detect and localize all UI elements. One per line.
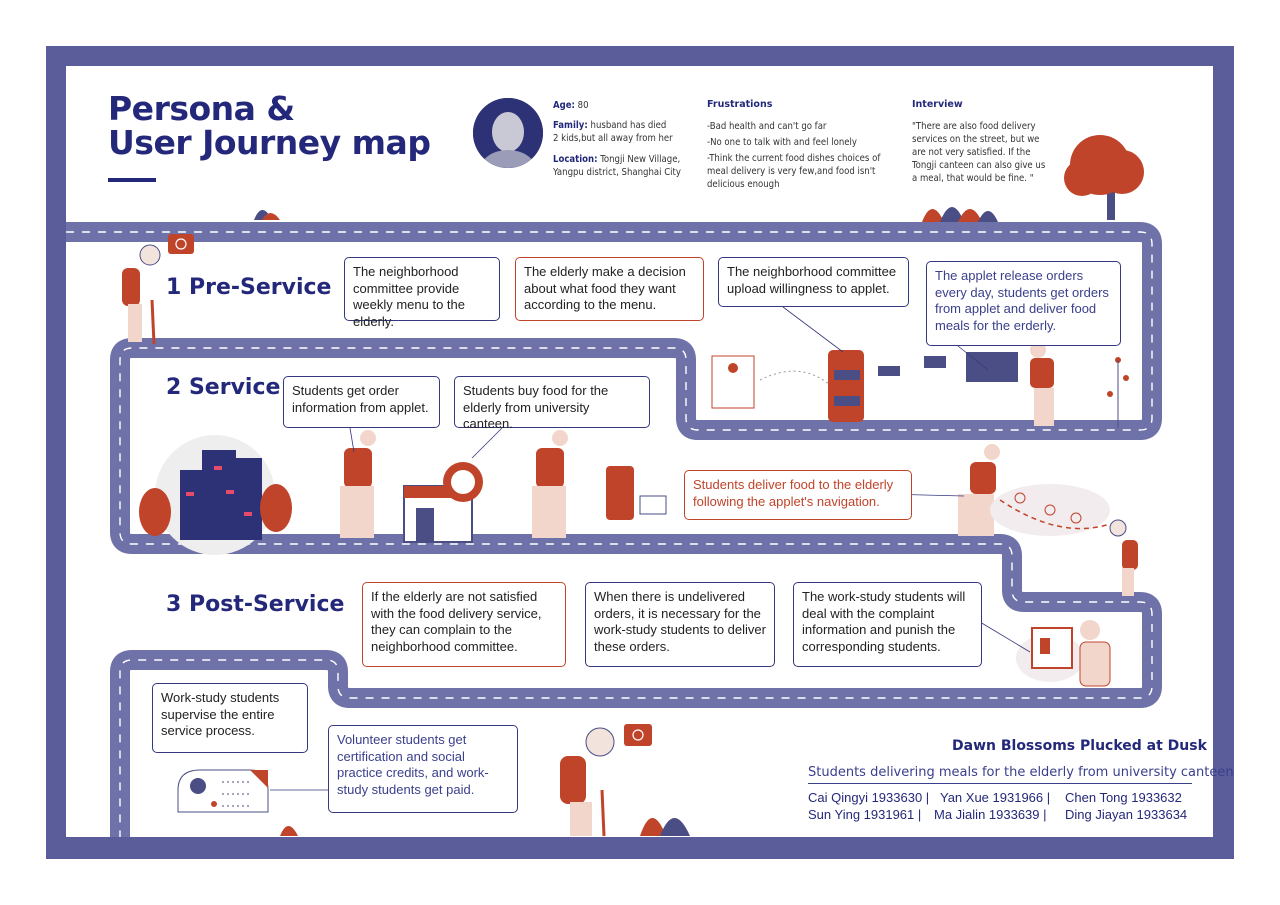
frustrations-list: -Bad health and can't go far -No one to … [707,121,881,190]
persona-avatar [473,98,543,168]
bushes-bottom [280,818,690,836]
member-sun-ying: Sun Ying 1931961 | [808,807,922,822]
member-cai-qingyi: Cai Qingyi 1933630 | [808,790,930,805]
team-divider [808,783,1192,784]
certificate-illustration [177,769,269,813]
stage-post-service: 3 Post-Service [166,592,345,617]
stage-pre-service: 1 Pre-Service [166,275,332,300]
stage-service: 2 Service [166,375,281,400]
page-title: Persona & User Journey map [108,89,431,162]
step-elderly-decision: The elderly make a decision about what f… [515,257,704,321]
work-study-computer [1016,620,1111,687]
step-volunteer-credits: Volunteer students get certification and… [328,725,518,813]
step-supervise: Work-study students supervise the entire… [152,683,308,753]
step-upload-willingness: The neighborhood committee upload willin… [718,257,909,307]
interview-heading: Interview [912,99,963,110]
student-figure-3 [532,430,568,538]
applet-phone-illustration [711,350,1018,422]
step-complain: If the elderly are not satisfied with th… [362,582,566,667]
team-subtitle: Students delivering meals for the elderl… [808,765,1234,780]
step-undelivered-orders: When there is undelivered orders, it is … [585,582,775,667]
step-weekly-menu: The neighborhood committee provide weekl… [344,257,500,329]
chat-bubble-icon-top [168,234,194,254]
road-lane-marking [66,231,1153,837]
flower-plant-1 [1107,357,1129,428]
member-yan-xue: Yan Xue 1931966 | [940,790,1051,805]
elderly-figure-receiver [1109,519,1138,596]
bushes-top [254,207,998,222]
student-figure-1 [1030,342,1054,426]
title-underline [108,178,156,182]
title-line-2: User Journey map [108,123,431,162]
interview-quote: "There are also food delivery services o… [912,121,1046,184]
team-name: Dawn Blossoms Plucked at Dusk [952,738,1207,754]
persona-location: Location: Tongji New Village,Yangpu dist… [553,154,681,178]
member-chen-tong: Chen Tong 1933632 [1065,790,1182,805]
student-figure-2 [340,430,376,538]
member-ding-jiayan: Ding Jiayan 1933634 [1065,807,1188,822]
step-get-order: Students get order information from appl… [283,376,440,428]
navigation-phone-icon [606,466,667,520]
city-buildings [139,435,292,555]
step-applet-release: The applet release orders every day, stu… [926,261,1121,346]
student-figure-4 [958,444,1000,536]
title-line-1: Persona & [108,89,295,128]
persona-age: Age: 80 [553,100,589,111]
food-delivery-path [990,484,1111,536]
frustrations-heading: Frustrations [707,99,773,110]
step-buy-food: Students buy food for the elderly from u… [454,376,650,431]
location-pin-icon [443,462,483,502]
step-deliver-food: Students deliver food to the elderly fol… [684,470,912,520]
chat-bubble-icon-bottom [624,724,652,746]
tree-illustration [1064,135,1144,220]
step-handle-complaint: The work-study students will deal with t… [793,582,982,667]
member-ma-jialin: Ma Jialin 1933639 | [934,807,1047,822]
elderly-figure-top [122,244,161,345]
elderly-figure-bottom [560,727,615,837]
